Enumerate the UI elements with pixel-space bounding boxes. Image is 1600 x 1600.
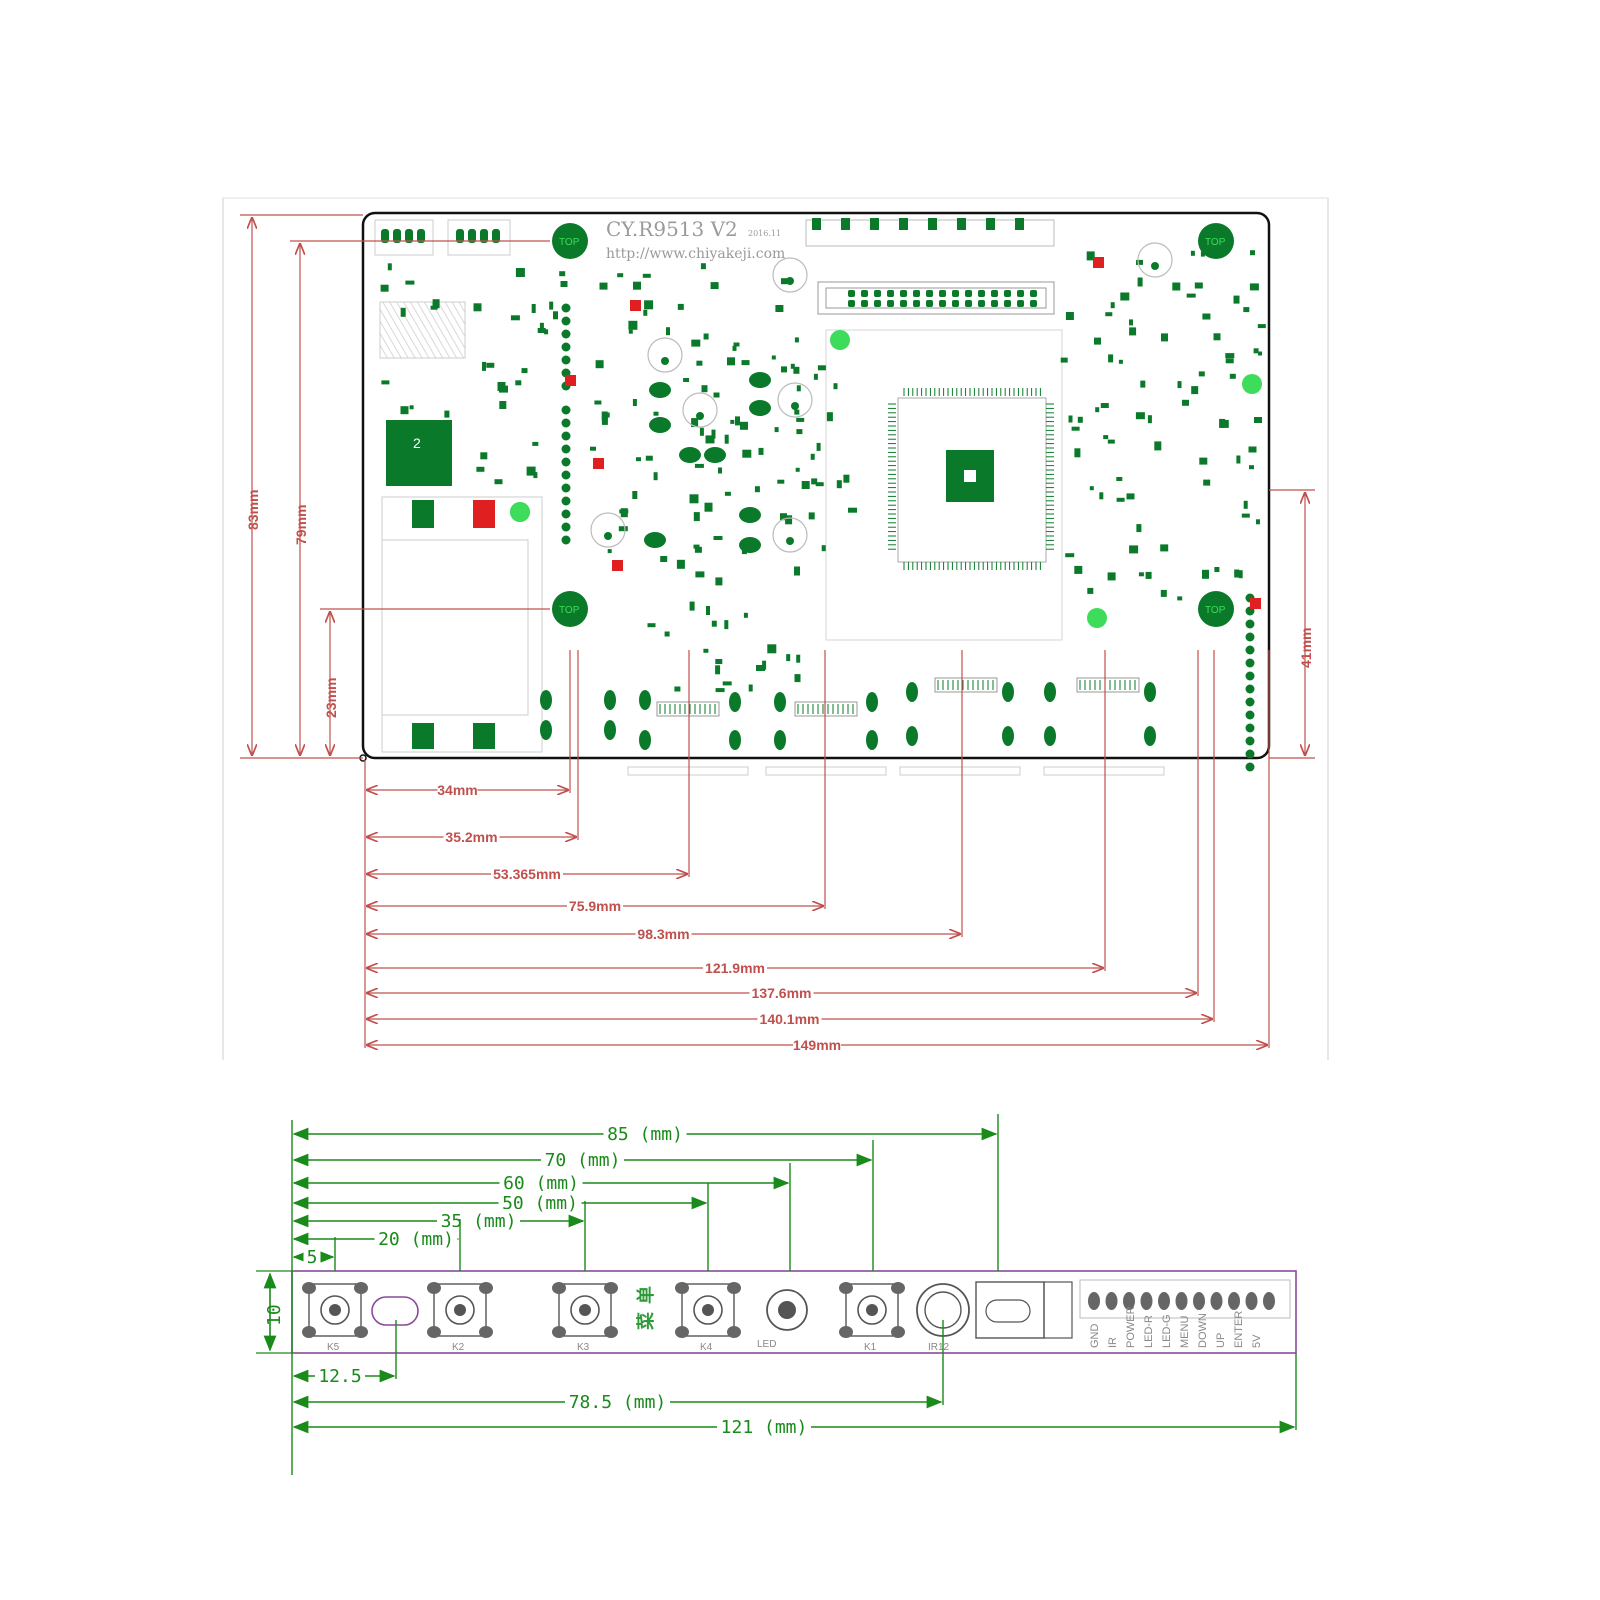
pin-label-menu: MENU xyxy=(1179,1316,1191,1348)
tact-button-k1: K1 xyxy=(839,1282,905,1353)
button-label: K3 xyxy=(577,1342,590,1353)
pin-label-5v: 5V xyxy=(1251,1334,1263,1348)
dim-41mm: 41mm xyxy=(1298,628,1314,668)
kdim-bottom-78.5: 78.5 (mm) xyxy=(569,1392,667,1413)
kdim-50: 50 (mm) xyxy=(502,1193,578,1214)
hdim-label-bg xyxy=(757,1010,822,1028)
key-board-dimensions: 85 (mm)70 (mm)60 (mm)50 (mm)35 (mm)20 (m… xyxy=(256,1114,1297,1475)
button-label: K5 xyxy=(327,1342,340,1353)
tact-button-k4: K4 xyxy=(675,1282,741,1353)
inductor-label: 2 xyxy=(413,435,421,451)
board-date: 2016.11 xyxy=(748,229,781,238)
dim-121.9mm: 121.9mm xyxy=(705,960,765,976)
board-title: CY.R9513 V2 xyxy=(606,217,738,241)
ir-label: IR12 xyxy=(928,1342,950,1353)
kdim-20: 20 (mm) xyxy=(378,1229,454,1250)
pin-label-ir: IR xyxy=(1107,1337,1119,1348)
mount-hole-bottom-right: TOP xyxy=(1198,591,1234,627)
led-label: LED xyxy=(757,1339,776,1350)
pin-label-gnd: GND xyxy=(1089,1324,1101,1349)
tact-button-k3: K3 xyxy=(552,1282,618,1353)
hdim-label-bg xyxy=(437,781,478,799)
mount-hole-top-left: TOP xyxy=(552,223,588,259)
board-url: http://www.chiyakeji.com xyxy=(606,246,785,262)
dim-35.2mm: 35.2mm xyxy=(445,829,497,845)
hdim-label-bg xyxy=(749,984,814,1002)
dim-140.1mm: 140.1mm xyxy=(760,1011,820,1027)
menu-label: 菜单 xyxy=(635,1278,657,1331)
pin-label-enter: ENTER xyxy=(1233,1311,1245,1348)
mount-label: TOP xyxy=(1205,237,1226,248)
button-label: K4 xyxy=(700,1342,713,1353)
main-board-drawing: CY.R9513 V2 http://www.chiyakeji.com 201… xyxy=(222,197,1329,1060)
mount-label: TOP xyxy=(1205,605,1226,616)
dim-98.3mm: 98.3mm xyxy=(637,926,689,942)
hdim-label-bg xyxy=(703,959,767,977)
dim-79mm: 79mm xyxy=(293,505,309,545)
hdim-label-bg xyxy=(567,897,623,915)
dim-83mm: 83mm xyxy=(245,490,261,530)
dim-75.9mm: 75.9mm xyxy=(569,898,621,914)
button-label: K1 xyxy=(864,1342,877,1353)
kdim-85: 85 (mm) xyxy=(607,1124,683,1145)
dim-53.365mm: 53.365mm xyxy=(493,866,561,882)
dim-137.6mm: 137.6mm xyxy=(752,985,812,1001)
mount-hole-bottom-left: TOP xyxy=(552,591,588,627)
pin-label-led-r: LED-R xyxy=(1143,1315,1155,1348)
dim-23mm: 23mm xyxy=(323,678,339,718)
power-inductor xyxy=(386,420,452,486)
kdim-bottom-12.5: 12.5 xyxy=(318,1366,361,1387)
mount-label: TOP xyxy=(559,605,580,616)
mount-hole-top-right: TOP xyxy=(1198,223,1234,259)
pin-label-power: POWER xyxy=(1125,1306,1137,1348)
tact-button-k2: K2 xyxy=(427,1282,493,1353)
led-indicator: LED xyxy=(757,1289,808,1350)
kdim-70: 70 (mm) xyxy=(545,1150,621,1171)
tact-button-k5: K5 xyxy=(302,1282,368,1353)
hdim-label-bg xyxy=(491,865,563,883)
vertical-dimension-labels: 83mm 79mm 23mm 41mm xyxy=(245,490,1314,718)
hdim-label-bg xyxy=(635,925,692,943)
mount-label: TOP xyxy=(559,237,580,248)
kdim-60: 60 (mm) xyxy=(503,1173,579,1194)
button-label: K2 xyxy=(452,1342,465,1353)
pin-label-led-g: LED-G xyxy=(1161,1314,1173,1348)
pin-label-down: DOWN xyxy=(1197,1313,1209,1348)
dim-height-10: 10 xyxy=(264,1304,285,1326)
horizontal-dimensions: 34mm 35.2mm 53.365mm 75.9mm 98.3mm 121.9mm 137… xyxy=(364,650,1270,1054)
kdim-5: 5 xyxy=(307,1247,318,1268)
vertical-dimensions xyxy=(240,214,1315,759)
kdim-bottom-121: 121 (mm) xyxy=(721,1417,808,1438)
hdim-label-bg xyxy=(443,828,500,846)
key-board-drawing: K5 K2 K3 K4 K1 菜单 LED IR12 GND IR POWER LED-R LE… xyxy=(291,1270,1297,1354)
pin-label-up: UP xyxy=(1215,1333,1227,1348)
hdim-label-bg xyxy=(793,1036,841,1054)
dim-149mm: 149mm xyxy=(793,1037,841,1053)
dim-34mm: 34mm xyxy=(437,782,477,798)
